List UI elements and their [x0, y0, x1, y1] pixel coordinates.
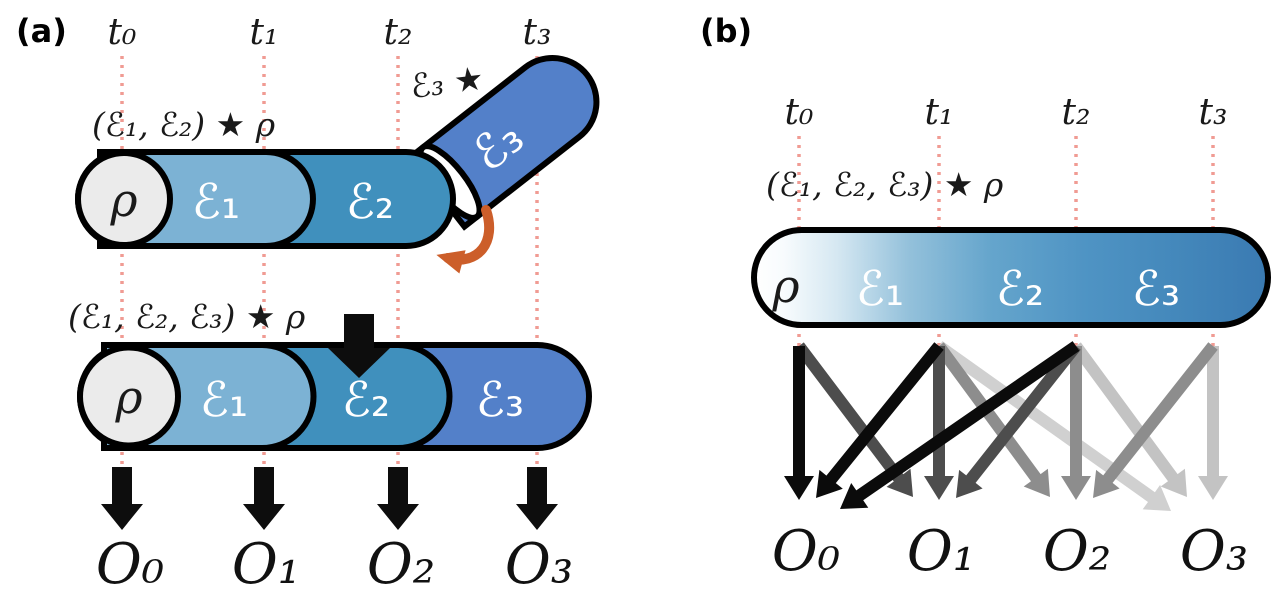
blended-cylinder-rho-label: ρ: [771, 259, 799, 313]
arrow-t2-to-O1: [956, 342, 1081, 498]
arrow-t0-to-O0: [784, 346, 814, 500]
blended-cylinder-e1-label: ℰ₁: [856, 261, 904, 317]
equation-bottom-a: (ℰ₁, ℰ₂, ℰ₃) ★ ρ: [68, 297, 306, 336]
time-label-b-t3: t₃: [1199, 92, 1228, 133]
time-label-b-t0: t₀: [785, 92, 814, 133]
output-label-a-O2: O₂: [367, 532, 435, 597]
bottom-cylinder-e1-label: ℰ₁: [200, 372, 248, 428]
arrow-t2-to-O2: [1061, 346, 1091, 500]
bottom-cylinder-e2-label: ℰ₂: [342, 372, 390, 428]
bottom-cylinder-rho-label: ρ: [114, 370, 142, 424]
compose-result-down-arrow-icon: [328, 314, 390, 378]
panel-a-label: (a): [16, 12, 67, 50]
arrow-t1-to-O2: [934, 342, 1050, 497]
equation-detached-map: ℰ₃ ★: [408, 58, 486, 106]
time-label-b-t1: t₁: [925, 92, 954, 133]
equation-b: (ℰ₁, ℰ₂, ℰ₃) ★ ρ: [766, 165, 1004, 204]
output-label-a-O0: O₀: [96, 532, 164, 597]
bottom-cylinder: [77, 342, 592, 451]
top-cylinder: [75, 149, 456, 249]
arrow-t2-to-O0: [840, 341, 1080, 509]
blended-cylinder-e2-label: ℰ₂: [996, 261, 1044, 317]
arrow-t2-to-O3: [1071, 342, 1187, 497]
arrow-t3-to-O2: [1093, 342, 1218, 498]
measurement-down-arrow-icon-a-3: [516, 467, 558, 530]
arrow-t1-to-O0: [816, 342, 944, 498]
output-label-a-O3: O₃: [505, 532, 573, 597]
output-label-b-O3: O₃: [1180, 519, 1248, 584]
panel-b-label: (b): [700, 12, 752, 50]
bottom-cylinder-segment-rho: [77, 344, 181, 449]
arrow-t0-to-O1: [794, 342, 913, 497]
output-label-b-O0: O₀: [772, 519, 840, 584]
output-label-b-O1: O₁: [907, 519, 975, 584]
time-label-a-t3: t₃: [523, 12, 552, 53]
measurement-down-arrow-icon-a-0: [101, 467, 143, 530]
top-cylinder-rho-label: ρ: [109, 173, 137, 227]
bottom-cylinder-e3-label: ℰ₃: [476, 372, 524, 428]
equation-top-a: (ℰ₁, ℰ₂) ★ ρ: [92, 105, 276, 144]
blended-cylinder-e3-label: ℰ₃: [1132, 261, 1180, 317]
time-label-a-t2: t₂: [384, 12, 413, 53]
compose-curved-arrow-icon: [436, 205, 495, 274]
blended-cylinder: [751, 227, 1271, 328]
top-cylinder-segment-rho: [75, 150, 173, 248]
top-cylinder-e2-label: ℰ₂: [346, 174, 394, 230]
time-label-b-t2: t₂: [1062, 92, 1091, 133]
measurement-down-arrow-icon-a-2: [377, 467, 419, 530]
time-label-a-t0: t₀: [108, 12, 137, 53]
arrow-t1-to-O1: [924, 346, 954, 500]
arrow-t3-to-O3: [1198, 346, 1228, 500]
dependency-arrows-panel-b: [784, 341, 1228, 511]
top-cylinder-e1-label: ℰ₁: [192, 174, 240, 230]
block-arrows-panel-a: [101, 314, 558, 530]
time-label-a-t1: t₁: [250, 12, 279, 53]
measurement-down-arrow-icon-a-1: [243, 467, 285, 530]
output-label-a-O1: O₁: [232, 532, 300, 597]
output-label-b-O2: O₂: [1043, 519, 1111, 584]
